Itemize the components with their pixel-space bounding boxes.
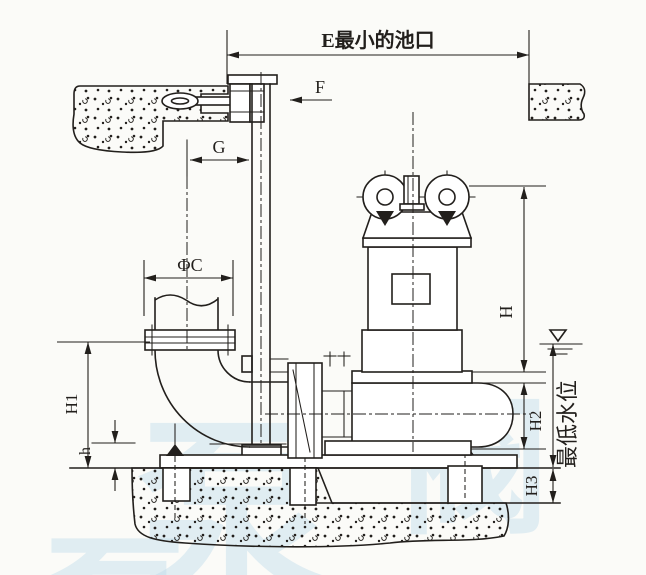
lifting-stub-base — [399, 203, 425, 211]
seal-housing — [361, 329, 463, 373]
lifting-stub — [403, 175, 420, 205]
lifting-pulley-left — [356, 170, 414, 226]
dimension-min-water-level: 最低水位 — [549, 344, 580, 468]
label-min-water-level: 最低水位 — [555, 380, 580, 468]
bolt-pocket — [162, 467, 191, 502]
label-dim-e: E最小的池口 — [321, 28, 434, 52]
centerlines — [186, 112, 530, 452]
bolt-pocket — [289, 467, 317, 506]
volute-casing — [351, 382, 514, 448]
volute-bottom-flange — [324, 440, 472, 456]
dimension-h-small: h — [77, 420, 119, 491]
discharge-pipe — [91, 294, 289, 448]
label-dim-h1: H1 — [62, 394, 81, 415]
lifting-pulley-right — [418, 170, 476, 226]
dimension-f: F — [290, 77, 332, 104]
pipe-break-line — [154, 294, 219, 307]
pump-body — [324, 170, 514, 456]
dimension-h3: H3 — [522, 469, 557, 503]
nameplate — [391, 273, 431, 305]
bolt-arrow — [166, 444, 184, 456]
dimension-g: G — [190, 137, 249, 164]
label-dim-h: H — [496, 306, 516, 319]
pipe-flange — [144, 329, 236, 351]
concrete-foundation — [69, 465, 561, 548]
label-dim-g: G — [213, 137, 226, 157]
coupling-claw — [269, 351, 353, 459]
dimension-phi-c: ΦC — [143, 255, 234, 316]
dimension-h1: H1 — [57, 341, 150, 468]
label-dim-h2: H2 — [526, 411, 545, 432]
rail-side-tab — [241, 355, 253, 373]
concrete-ledge-right — [528, 83, 586, 121]
dimension-e: E最小的池口 — [226, 28, 530, 84]
elbow-outer — [154, 349, 251, 448]
dimension-h2: H2 — [471, 383, 546, 450]
label-dim-h3: H3 — [522, 476, 541, 497]
label-dim-h-small: h — [77, 447, 94, 455]
label-dim-phi-c: ΦC — [177, 255, 202, 275]
dimension-h: H — [469, 185, 546, 384]
elbow-inner — [217, 349, 251, 383]
label-dim-f: F — [315, 77, 325, 97]
motor-band — [362, 237, 472, 248]
